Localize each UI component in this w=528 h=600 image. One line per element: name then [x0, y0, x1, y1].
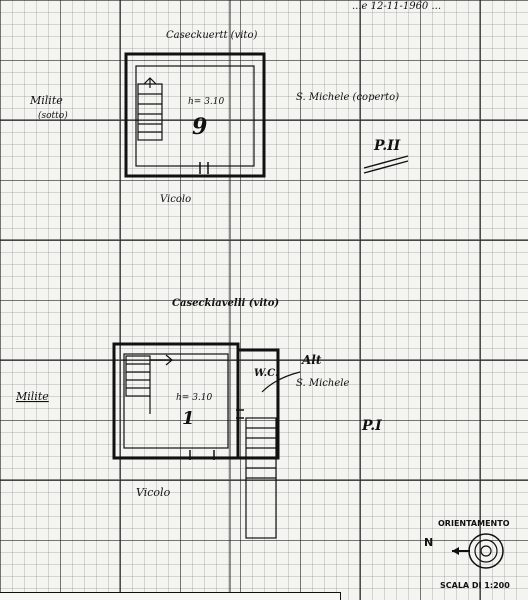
legend-box-edge: [0, 592, 341, 600]
lower-height-label: h= 3.10: [176, 393, 213, 403]
lower-door-marks: [189, 409, 244, 460]
upper-level-underline: [363, 155, 409, 174]
header-note: ...e 12-11-1960 ...: [352, 1, 441, 12]
compass-center: [480, 545, 492, 557]
upper-inner-wall: [135, 65, 255, 167]
upper-level-mark: P.II: [373, 138, 401, 154]
compass-title: ORIENTAMENTO: [438, 519, 510, 528]
upper-top-label: Caseckuertt (vito): [166, 30, 257, 41]
lower-room-number: 1: [182, 408, 195, 429]
upper-floor-plan: Caseckuertt (vito) S. Michele (coperto) …: [29, 30, 409, 205]
upper-bottom-label: Vicolo: [160, 194, 191, 205]
compass-arrow: [452, 547, 459, 555]
lower-right-label-line1: Alt: [301, 353, 322, 367]
upper-right-label: S. Michele (coperto): [296, 92, 399, 103]
upper-left-label-line1: Milite: [29, 94, 63, 107]
lower-level-mark: P.I: [361, 418, 382, 434]
lower-inner-wall-left: [123, 353, 229, 449]
compass-north-letter: N: [424, 536, 433, 549]
lower-wc-label: W.C.: [254, 368, 278, 379]
lower-left-label: Milite: [15, 390, 49, 403]
lower-top-label: Caseckiavelli (vito): [172, 298, 279, 309]
upper-outer-wall: [124, 52, 266, 178]
lower-stair: [125, 354, 173, 414]
lower-outer-wall-right: [236, 348, 280, 460]
compass-rose: ORIENTAMENTO N SCALA DI 1:200: [424, 519, 510, 590]
lower-pointer-line: [261, 371, 301, 393]
lower-exterior-stair: [245, 417, 277, 539]
lower-right-label-line2: S. Michele: [296, 378, 349, 389]
compass-scale: SCALA DI 1:200: [440, 581, 510, 590]
lower-floor-plan: Caseckiavelli (vito) Milite Vicolo h= 3.…: [15, 298, 382, 539]
upper-door-marks: [199, 162, 209, 174]
upper-left-label-line2: (sotto): [38, 110, 68, 121]
compass-inner-ring: [474, 539, 498, 563]
upper-room-number: 9: [192, 114, 207, 140]
compass-outer-ring: [468, 533, 504, 569]
lower-bottom-label: Vicolo: [136, 486, 171, 499]
upper-stair: [137, 77, 163, 141]
upper-height-label: h= 3.10: [188, 97, 225, 107]
